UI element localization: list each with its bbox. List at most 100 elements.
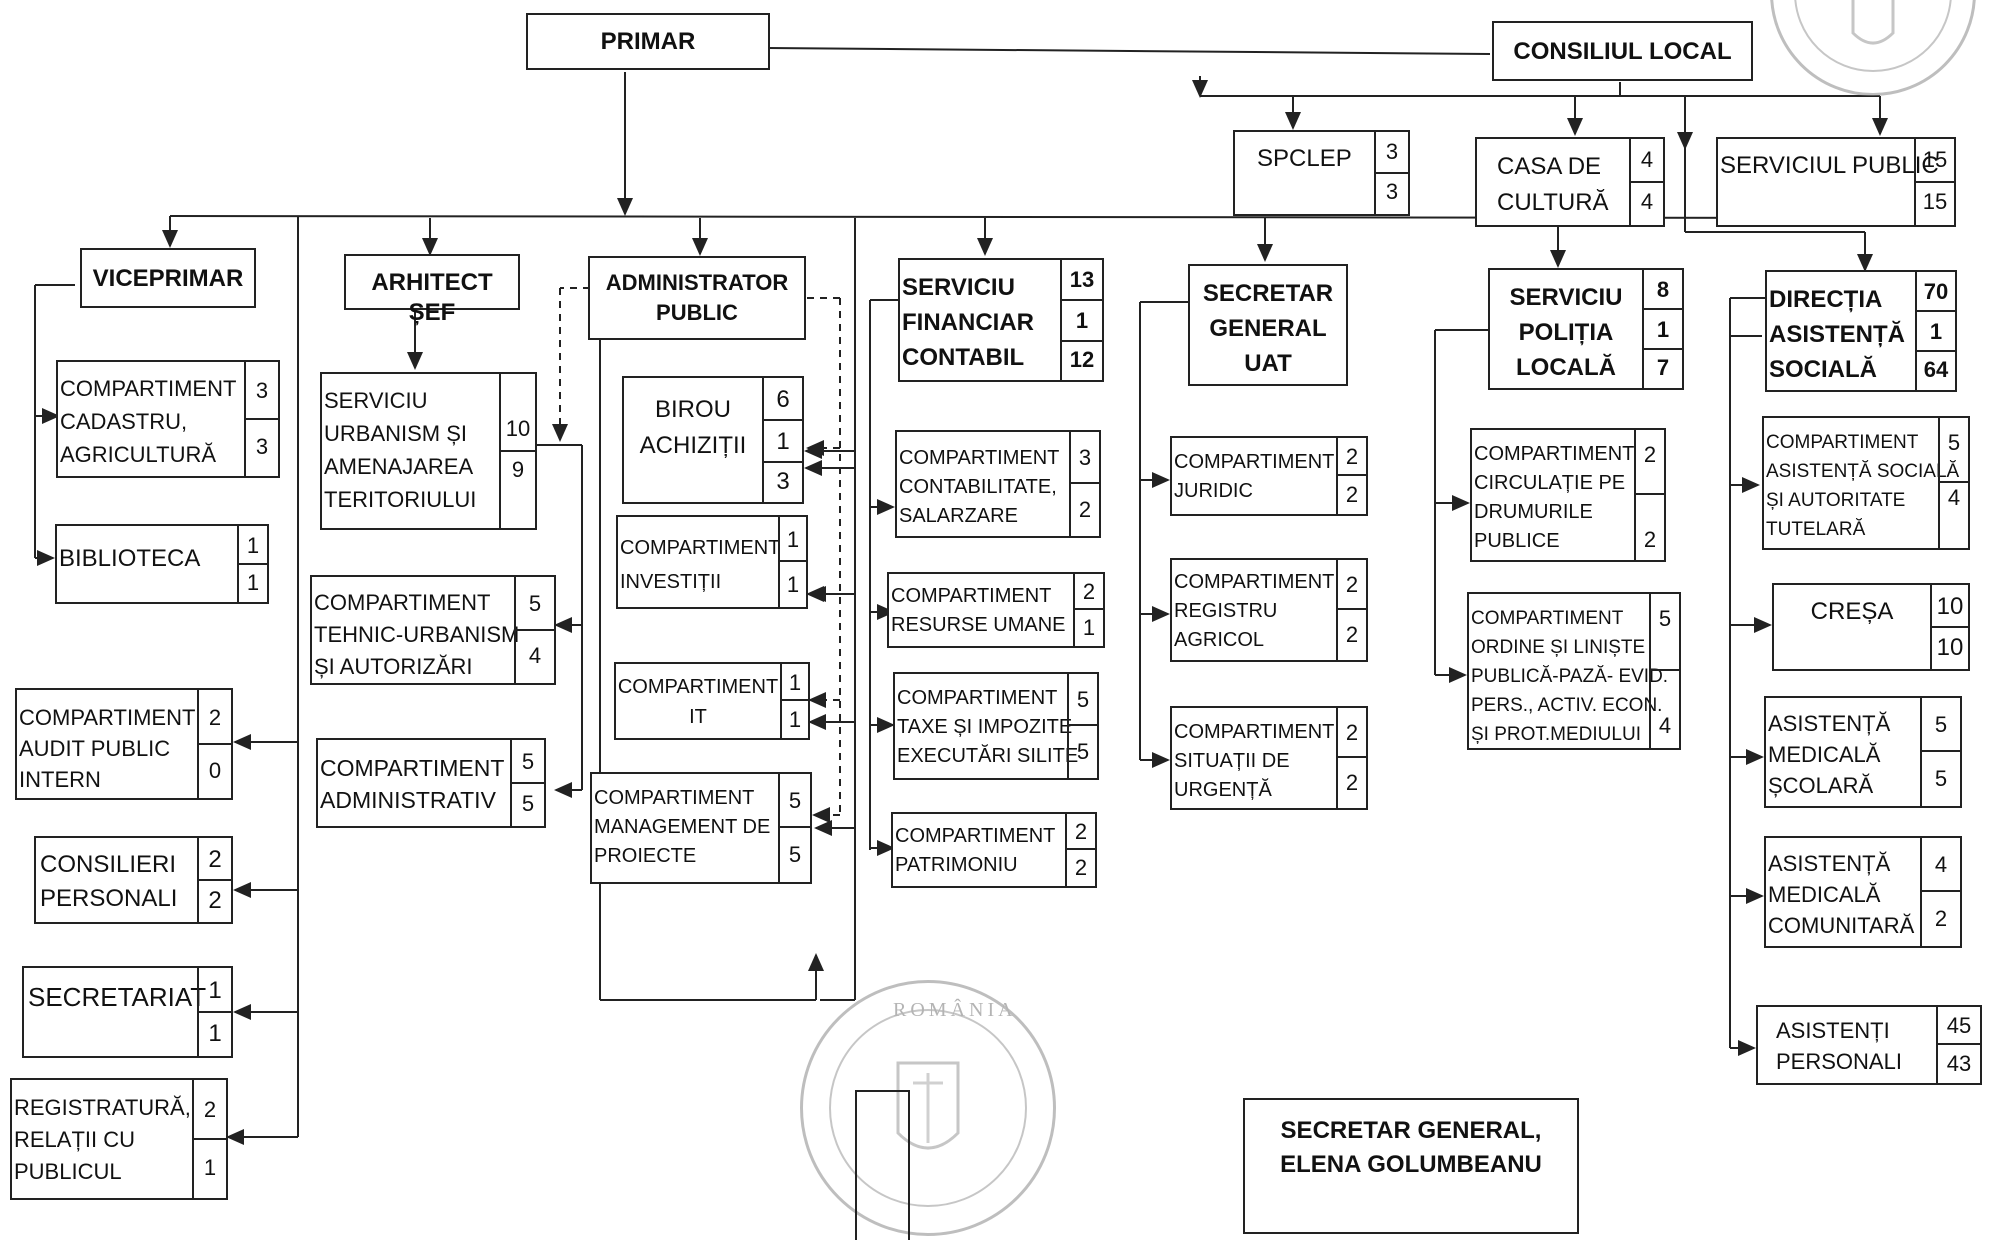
arhitect-sef-box[interactable]: ARHITECT ȘEF xyxy=(344,254,520,326)
taxe-impozite-count-2: 5 xyxy=(1067,726,1097,778)
secretar-general-uat-label: SECRETAR GENERAL UAT xyxy=(1202,280,1334,377)
consiliul-local-box[interactable]: CONSILIUL LOCAL xyxy=(1492,21,1753,81)
registru-agricol-count-2: 2 xyxy=(1336,610,1366,660)
ordine-publica-box[interactable]: COMPARTIMENT ORDINE ȘI LINIȘTE PUBLICĂ-P… xyxy=(1467,592,1681,750)
resurse-umane-box[interactable]: COMPARTIMENT RESURSE UMANE 2 1 xyxy=(887,572,1105,648)
taxe-impozite-box[interactable]: COMPARTIMENT TAXE ȘI IMPOZITE EXECUTĂRI … xyxy=(893,672,1099,780)
asistenti-personali-label: ASISTENȚI PERSONALI xyxy=(1776,1018,1902,1074)
viceprimar-box[interactable]: VICEPRIMAR xyxy=(80,248,256,308)
circulatie-drumuri-count-1: 2 xyxy=(1634,430,1664,495)
official-stamp-center: ROMÂNIA xyxy=(800,980,1056,1236)
compartiment-administrativ-box[interactable]: COMPARTIMENT ADMINISTRATIV 5 5 xyxy=(316,738,546,828)
secretariat-label: SECRETARIAT xyxy=(28,982,207,1012)
signature-stroke-v xyxy=(908,1090,910,1240)
asistenta-medicala-comunitara-count-1: 4 xyxy=(1920,838,1960,892)
asistenti-personali-box[interactable]: ASISTENȚI PERSONALI 45 43 xyxy=(1756,1005,1982,1085)
situatii-urgenta-count-2: 2 xyxy=(1336,758,1366,808)
spclep-count-1: 3 xyxy=(1374,132,1408,174)
circulatie-drumuri-box[interactable]: COMPARTIMENT CIRCULAȚIE PE DRUMURILE PUB… xyxy=(1470,428,1666,562)
birou-achizitii-label: BIROU ACHIZIȚII xyxy=(639,396,747,459)
circulatie-drumuri-count-2: 2 xyxy=(1634,495,1664,560)
administrator-public-label: ADMINISTRATOR PUBLIC xyxy=(605,270,789,325)
compartiment-cadastru-box[interactable]: COMPARTIMENT CADASTRU, AGRICULTURĂ 3 3 xyxy=(56,360,280,478)
situatii-urgenta-label: COMPARTIMENT SITUAȚII DE URGENȚĂ xyxy=(1174,721,1335,801)
compartiment-it-label: COMPARTIMENT IT xyxy=(617,676,779,728)
audit-public-box[interactable]: COMPARTIMENT AUDIT PUBLIC INTERN 2 0 xyxy=(15,688,233,800)
asistenti-personali-count-2: 43 xyxy=(1936,1045,1980,1083)
consilieri-personali-box[interactable]: CONSILIERI PERSONALI 2 2 xyxy=(34,836,233,924)
compartiment-it-count-1: 1 xyxy=(780,664,808,701)
primar-box[interactable]: PRIMAR xyxy=(526,13,770,70)
serviciu-financiar-box[interactable]: SERVICIU FINANCIAR CONTABIL 13 1 12 xyxy=(898,258,1104,382)
management-proiecte-box[interactable]: COMPARTIMENT MANAGEMENT DE PROIECTE 5 5 xyxy=(590,772,812,884)
serviciu-urbanism-label: SERVICIU URBANISM ȘI AMENAJAREA TERITORI… xyxy=(324,388,477,512)
viceprimar-label: VICEPRIMAR xyxy=(92,265,244,292)
compartiment-juridic-box[interactable]: COMPARTIMENT JURIDIC 2 2 xyxy=(1170,436,1368,516)
registratura-box[interactable]: REGISTRATURĂ, RELAȚII CU PUBLICUL 2 1 xyxy=(10,1078,228,1200)
serviciu-financiar-count-3: 12 xyxy=(1060,340,1102,380)
serviciu-urbanism-box[interactable]: SERVICIU URBANISM ȘI AMENAJAREA TERITORI… xyxy=(320,372,537,530)
secretariat-count-1: 1 xyxy=(197,968,231,1013)
spclep-box[interactable]: SPCLEP 3 3 xyxy=(1233,130,1410,216)
compartiment-investitii-count-1: 1 xyxy=(778,517,806,562)
birou-achizitii-count-1: 6 xyxy=(762,378,802,421)
contabilitate-box[interactable]: COMPARTIMENT CONTABILITATE, SALARZARE 3 … xyxy=(895,430,1101,538)
compartiment-investitii-box[interactable]: COMPARTIMENT INVESTIȚII 1 1 xyxy=(616,515,808,609)
casa-de-cultura-box[interactable]: CASA DE CULTURĂ 4 4 xyxy=(1475,137,1665,227)
asistenta-medicala-comunitara-count-2: 2 xyxy=(1920,892,1960,946)
secretar-general-uat-box[interactable]: SECRETAR GENERAL UAT xyxy=(1188,264,1348,386)
management-proiecte-count-1: 5 xyxy=(778,774,810,828)
coat-of-arms-icon xyxy=(829,1009,1027,1207)
birou-achizitii-box[interactable]: BIROU ACHIZIȚII 6 1 3 xyxy=(622,376,804,504)
signature-box: SECRETAR GENERAL, ELENA GOLUMBEANU xyxy=(1243,1098,1579,1234)
registru-agricol-box[interactable]: COMPARTIMENT REGISTRU AGRICOL 2 2 xyxy=(1170,558,1368,662)
biblioteca-count-1: 1 xyxy=(237,526,267,565)
compartiment-investitii-count-2: 1 xyxy=(778,562,806,607)
circulatie-drumuri-label: COMPARTIMENT CIRCULAȚIE PE DRUMURILE PUB… xyxy=(1474,443,1635,552)
taxe-impozite-label: COMPARTIMENT TAXE ȘI IMPOZITE EXECUTĂRI … xyxy=(897,687,1079,767)
cresa-label: CREȘA xyxy=(1810,598,1894,625)
directia-asistenta-count-1: 70 xyxy=(1915,272,1955,312)
cresa-count-1: 10 xyxy=(1930,585,1968,628)
registru-agricol-label: COMPARTIMENT REGISTRU AGRICOL xyxy=(1174,571,1335,651)
compartiment-cadastru-label: COMPARTIMENT CADASTRU, AGRICULTURĂ xyxy=(60,376,237,467)
directia-asistenta-box[interactable]: DIRECȚIA ASISTENȚĂ SOCIALĂ 70 1 64 xyxy=(1765,270,1957,392)
serviciul-public-box[interactable]: SERVICIUL PUBLIC 15 15 xyxy=(1716,137,1956,227)
secretariat-box[interactable]: SECRETARIAT 1 1 xyxy=(22,966,233,1058)
resurse-umane-label: COMPARTIMENT RESURSE UMANE xyxy=(891,585,1066,636)
compartiment-administrativ-count-1: 5 xyxy=(510,740,544,784)
cresa-box[interactable]: CREȘA 10 10 xyxy=(1772,583,1970,671)
tehnic-urbanism-box[interactable]: COMPARTIMENT TEHNIC-URBANISM ȘI AUTORIZĂ… xyxy=(310,575,556,685)
primar-label: PRIMAR xyxy=(600,28,696,55)
ordine-publica-count-2: 4 xyxy=(1649,671,1679,748)
administrator-public-box[interactable]: ADMINISTRATOR PUBLIC xyxy=(588,256,806,340)
cresa-count-2: 10 xyxy=(1930,626,1968,669)
biblioteca-box[interactable]: BIBLIOTECA 1 1 xyxy=(55,524,269,604)
asistenta-medicala-comunitara-box[interactable]: ASISTENȚĂ MEDICALĂ COMUNITARĂ 4 2 xyxy=(1764,836,1962,948)
registru-agricol-count-1: 2 xyxy=(1336,560,1366,610)
asistenta-medicala-comunitara-label: ASISTENȚĂ MEDICALĂ COMUNITARĂ xyxy=(1768,851,1915,938)
resurse-umane-count-1: 2 xyxy=(1073,574,1103,610)
patrimoniu-box[interactable]: COMPARTIMENT PATRIMONIU 2 2 xyxy=(891,812,1097,888)
registratura-count-1: 2 xyxy=(192,1080,226,1140)
asistenti-personali-count-1: 45 xyxy=(1936,1007,1980,1045)
asistenta-medicala-scolara-box[interactable]: ASISTENȚĂ MEDICALĂ ȘCOLARĂ 5 5 xyxy=(1764,696,1962,808)
situatii-urgenta-box[interactable]: COMPARTIMENT SITUAȚII DE URGENȚĂ 2 2 xyxy=(1170,706,1368,810)
asistenta-sociala-tutelara-count-2: 4 xyxy=(1938,483,1968,548)
audit-public-count-2: 0 xyxy=(197,743,231,798)
casa-de-cultura-count-1: 4 xyxy=(1629,139,1663,183)
spclep-count-2: 3 xyxy=(1374,172,1408,214)
arhitect-sef-label: ARHITECT ȘEF xyxy=(371,269,493,326)
serviciu-urbanism-count-1: 10 xyxy=(499,374,535,452)
asistenta-sociala-tutelara-box[interactable]: COMPARTIMENT ASISTENȚĂ SOCIALĂ ȘI AUTORI… xyxy=(1762,416,1970,550)
casa-de-cultura-count-2: 4 xyxy=(1629,181,1663,225)
politia-locala-count-1: 8 xyxy=(1642,270,1682,310)
contabilitate-count-1: 3 xyxy=(1069,432,1099,484)
asistenta-sociala-tutelara-count-1: 5 xyxy=(1938,418,1968,483)
politia-locala-box[interactable]: SERVICIU POLIȚIA LOCALĂ 8 1 7 xyxy=(1488,268,1684,390)
contabilitate-count-2: 2 xyxy=(1069,484,1099,536)
spclep-label: SPCLEP xyxy=(1257,145,1352,172)
patrimoniu-count-2: 2 xyxy=(1065,850,1095,886)
compartiment-it-box[interactable]: COMPARTIMENT IT 1 1 xyxy=(614,662,810,740)
compartiment-investitii-label: COMPARTIMENT INVESTIȚII xyxy=(620,537,781,593)
